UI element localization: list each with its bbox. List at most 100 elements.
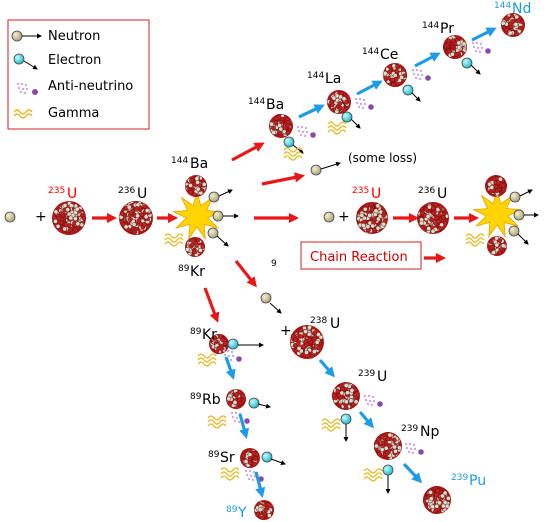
gamma-icon bbox=[164, 233, 184, 247]
np239-nucleus bbox=[373, 431, 402, 461]
electron-icon bbox=[227, 338, 239, 350]
plus-sign: + bbox=[35, 209, 47, 225]
electron-icon bbox=[382, 464, 394, 476]
u238-symbol: U bbox=[330, 316, 340, 332]
electron-icon bbox=[13, 53, 38, 70]
decay-arrow bbox=[298, 104, 325, 119]
captured-neutron bbox=[260, 292, 272, 304]
rb89-nucleus bbox=[226, 388, 246, 410]
reaction-arrow bbox=[261, 172, 306, 186]
nine-label: 9 bbox=[271, 259, 277, 269]
neutron-icon bbox=[208, 191, 220, 203]
u238-nucleus bbox=[290, 324, 324, 359]
y89-mass: 89 bbox=[226, 505, 238, 515]
particle-arrow bbox=[519, 189, 533, 197]
pr144-symbol: Pr bbox=[440, 21, 454, 37]
labels: 235 U 236 U 144 Ba 89 Kr 144 Ba 144 La 1… bbox=[35, 1, 531, 521]
particle-arrow bbox=[411, 92, 421, 102]
electron-icon bbox=[341, 111, 353, 123]
particle-arrow bbox=[292, 144, 304, 154]
chain-reaction-label: Chain Reaction bbox=[310, 250, 408, 265]
pu239-nucleus bbox=[423, 485, 451, 515]
electron-icon bbox=[340, 413, 352, 425]
u238-mass: 238 bbox=[310, 316, 327, 326]
legend-electron-label: Electron bbox=[48, 53, 101, 68]
reaction-arrow bbox=[234, 260, 257, 288]
plus-sign: + bbox=[338, 209, 350, 225]
neutron-icon bbox=[11, 30, 42, 42]
u236b-mass: 236 bbox=[418, 186, 435, 196]
legend: Neutron Electron Anti-neutrino Gamma bbox=[7, 19, 150, 130]
ba144-mass: 144 bbox=[171, 156, 188, 166]
ba144-symbol: Ba bbox=[190, 156, 208, 172]
la144-mass: 144 bbox=[307, 71, 324, 81]
kr89-fragment bbox=[185, 237, 206, 257]
u235-nucleus bbox=[52, 201, 87, 235]
gamma-icon bbox=[321, 418, 341, 432]
antineutrino-icon bbox=[354, 97, 374, 110]
particle-arrow bbox=[320, 161, 341, 170]
antineutrino-icon bbox=[471, 41, 491, 54]
chain-neutron bbox=[323, 211, 335, 223]
decay-arrow bbox=[254, 471, 266, 498]
ba144-nucleus bbox=[269, 114, 293, 138]
u239-symbol: U bbox=[377, 369, 387, 385]
kr89-mass: 89 bbox=[178, 264, 190, 274]
u235b-symbol: U bbox=[371, 186, 381, 202]
gamma-icon bbox=[363, 468, 383, 482]
decay-arrow bbox=[238, 413, 250, 439]
decay-arrow bbox=[358, 410, 374, 429]
decay-arrow bbox=[356, 80, 383, 96]
pr144-nucleus bbox=[442, 35, 468, 59]
particle-arrow bbox=[350, 118, 361, 129]
ce144-symbol: Ce bbox=[380, 47, 398, 63]
ce144-mass: 144 bbox=[362, 47, 379, 57]
u239-mass: 239 bbox=[358, 369, 375, 379]
neutron-icon bbox=[212, 210, 224, 222]
gamma-icon bbox=[207, 415, 227, 429]
la144-symbol: La bbox=[325, 71, 341, 87]
gamma-icon bbox=[327, 121, 347, 135]
decay-arrow bbox=[471, 27, 497, 42]
pu239-symbol: Pu bbox=[469, 473, 486, 489]
u236-nucleus bbox=[118, 201, 153, 235]
la144-nucleus bbox=[326, 90, 351, 114]
particle-arrow bbox=[257, 403, 271, 409]
antineutrino-icon bbox=[16, 82, 38, 95]
chain-flash bbox=[471, 188, 523, 239]
particle-arrow bbox=[216, 235, 229, 247]
gamma-icon bbox=[465, 233, 485, 247]
decay-arrow bbox=[402, 462, 423, 484]
nd144-symbol: Nd bbox=[512, 1, 531, 17]
electron-icon bbox=[461, 57, 473, 69]
neutron-icon bbox=[509, 191, 521, 203]
pr144-mass: 144 bbox=[422, 21, 439, 31]
gamma-icon bbox=[220, 467, 240, 481]
decay-arrow bbox=[318, 358, 336, 378]
ba144-fragment bbox=[184, 174, 207, 197]
nd144-nucleus bbox=[500, 13, 525, 37]
sr89-symbol: Sr bbox=[220, 450, 235, 466]
y89-symbol: Y bbox=[237, 505, 247, 521]
antineutrino-icon bbox=[222, 349, 242, 362]
rb89-symbol: Rb bbox=[202, 392, 221, 408]
legend-neutron-label: Neutron bbox=[48, 29, 100, 44]
kr89b-mass: 89 bbox=[190, 327, 202, 337]
nd144-mass: 144 bbox=[494, 1, 511, 11]
ba144b-symbol: Ba bbox=[266, 97, 284, 113]
some-loss-label: (some loss) bbox=[348, 151, 417, 165]
antineutrino-icon bbox=[363, 394, 383, 407]
chain-reaction-box bbox=[300, 241, 422, 270]
u236b-symbol: U bbox=[437, 186, 447, 202]
neutron-icon bbox=[207, 227, 219, 239]
np239-mass: 239 bbox=[401, 424, 418, 434]
decay-arrow bbox=[414, 52, 441, 68]
kr89-nucleus bbox=[209, 334, 230, 355]
u235b-nucleus bbox=[356, 202, 388, 234]
plus-sign: + bbox=[280, 323, 292, 339]
particle-arrow bbox=[517, 233, 529, 245]
rb89-mass: 89 bbox=[190, 392, 202, 402]
u236-symbol: U bbox=[137, 186, 147, 202]
u236-mass: 236 bbox=[118, 186, 135, 196]
